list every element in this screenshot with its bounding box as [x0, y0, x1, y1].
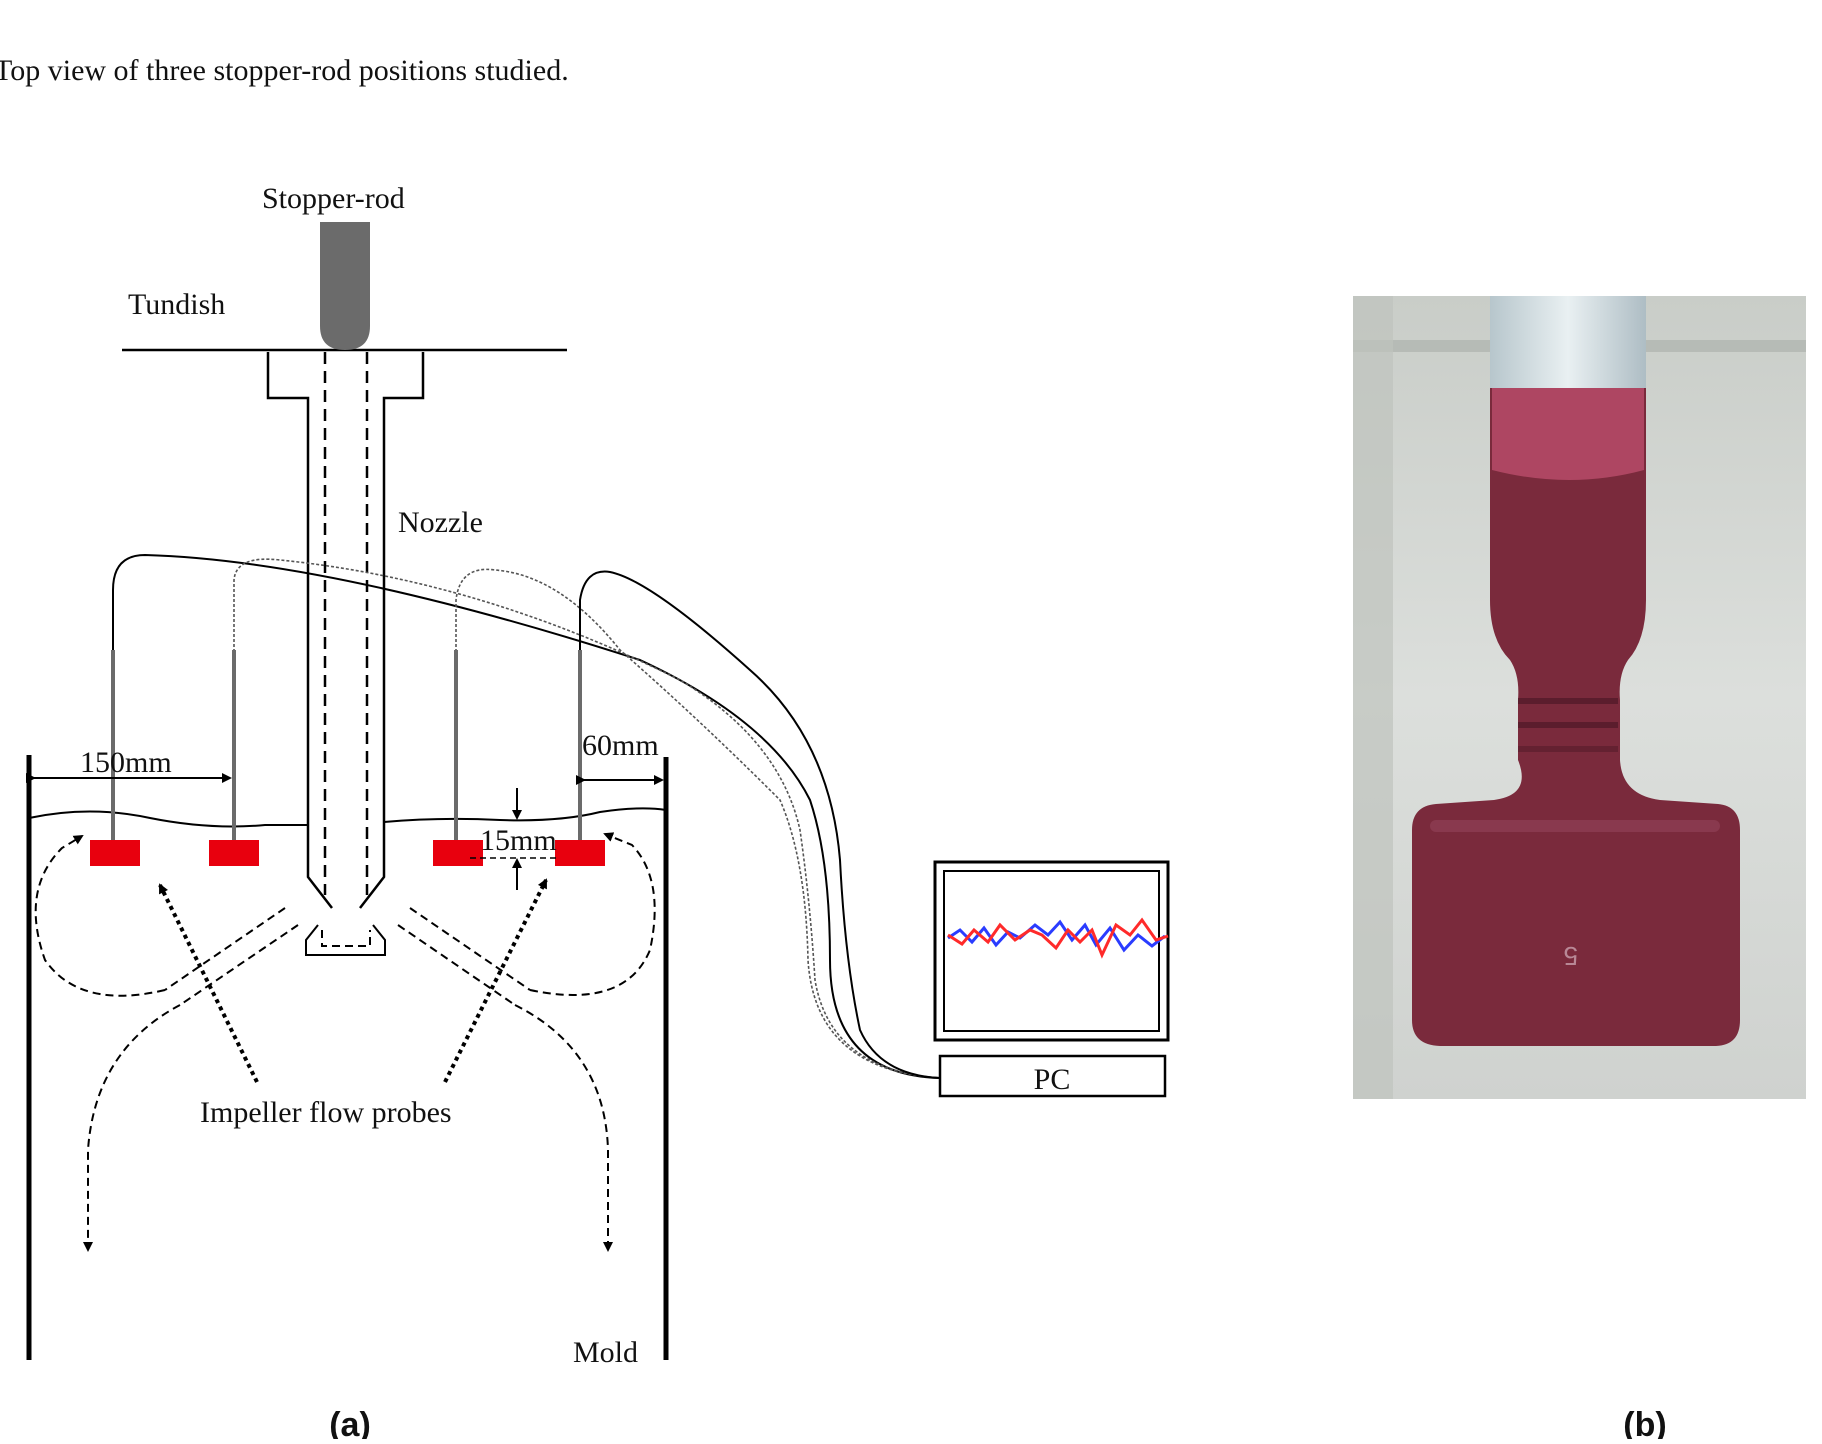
photo-tube [1490, 296, 1646, 388]
meniscus-left [28, 810, 308, 828]
jet-left-b [179, 924, 299, 1006]
dim-60-label: 60mm [582, 729, 659, 762]
pc-box [938, 1054, 1167, 1098]
jet-right-a [409, 907, 531, 991]
photo-slot-3 [1518, 746, 1618, 752]
nozzle-outline-right [359, 352, 425, 909]
dim-150-label: 150mm [80, 746, 172, 779]
flow-loop-right [529, 832, 656, 996]
tundish-label: Tundish [128, 288, 225, 321]
jet-left-a [164, 907, 286, 991]
probe-cable-3 [455, 568, 941, 1079]
probe-head-4 [555, 840, 605, 866]
photo-body-highlight [1430, 820, 1720, 832]
pc-label: PC [1034, 1063, 1071, 1096]
schematic-panel: 150mm 60mm 15mm PC Stopper-rod Tundish N… [26, 182, 1170, 1444]
panel-a-label: (a) [329, 1406, 371, 1439]
probe-head-3 [433, 840, 483, 866]
dim-15-label: 15mm [480, 824, 557, 857]
flow-loop-left [34, 834, 166, 997]
probe-pointer-right [443, 878, 548, 1083]
figure-caption: Top view of three stopper-rod positions … [0, 54, 569, 87]
nozzle-well [305, 924, 386, 956]
nozzle-outline-left [266, 352, 333, 909]
probe-head-1 [90, 840, 140, 866]
probe-cable-2 [233, 558, 941, 1079]
probe-head-2 [209, 840, 259, 866]
photo-side-shade [1353, 296, 1393, 1099]
photo-marking: 5 [1564, 941, 1578, 971]
jet-right-b [397, 924, 516, 1006]
stopper-rod-label: Stopper-rod [262, 182, 405, 215]
probes-label: Impeller flow probes [200, 1096, 452, 1129]
panel-b-label: (b) [1623, 1406, 1666, 1439]
photo-slot-2 [1518, 722, 1618, 728]
photo-slot-1 [1518, 698, 1618, 704]
flow-down-left [83, 1004, 181, 1252]
photo-upper-band [1492, 388, 1644, 480]
pc-monitor-inner [943, 870, 1160, 1032]
probe-cable-4 [579, 570, 941, 1079]
signal-trace-red [947, 917, 1169, 959]
mold-label: Mold [573, 1336, 638, 1369]
signal-trace-blue [947, 919, 1166, 953]
photo-nozzle-model [1412, 388, 1740, 1046]
probe-cable-1 [112, 553, 941, 1079]
stopper-rod [320, 222, 370, 350]
photo-panel: 5 (b) [1353, 296, 1806, 1444]
nozzle-well-inner [321, 930, 371, 947]
nozzle-label: Nozzle [398, 506, 483, 539]
meniscus-right [383, 807, 667, 823]
flow-down-right [514, 1004, 613, 1252]
